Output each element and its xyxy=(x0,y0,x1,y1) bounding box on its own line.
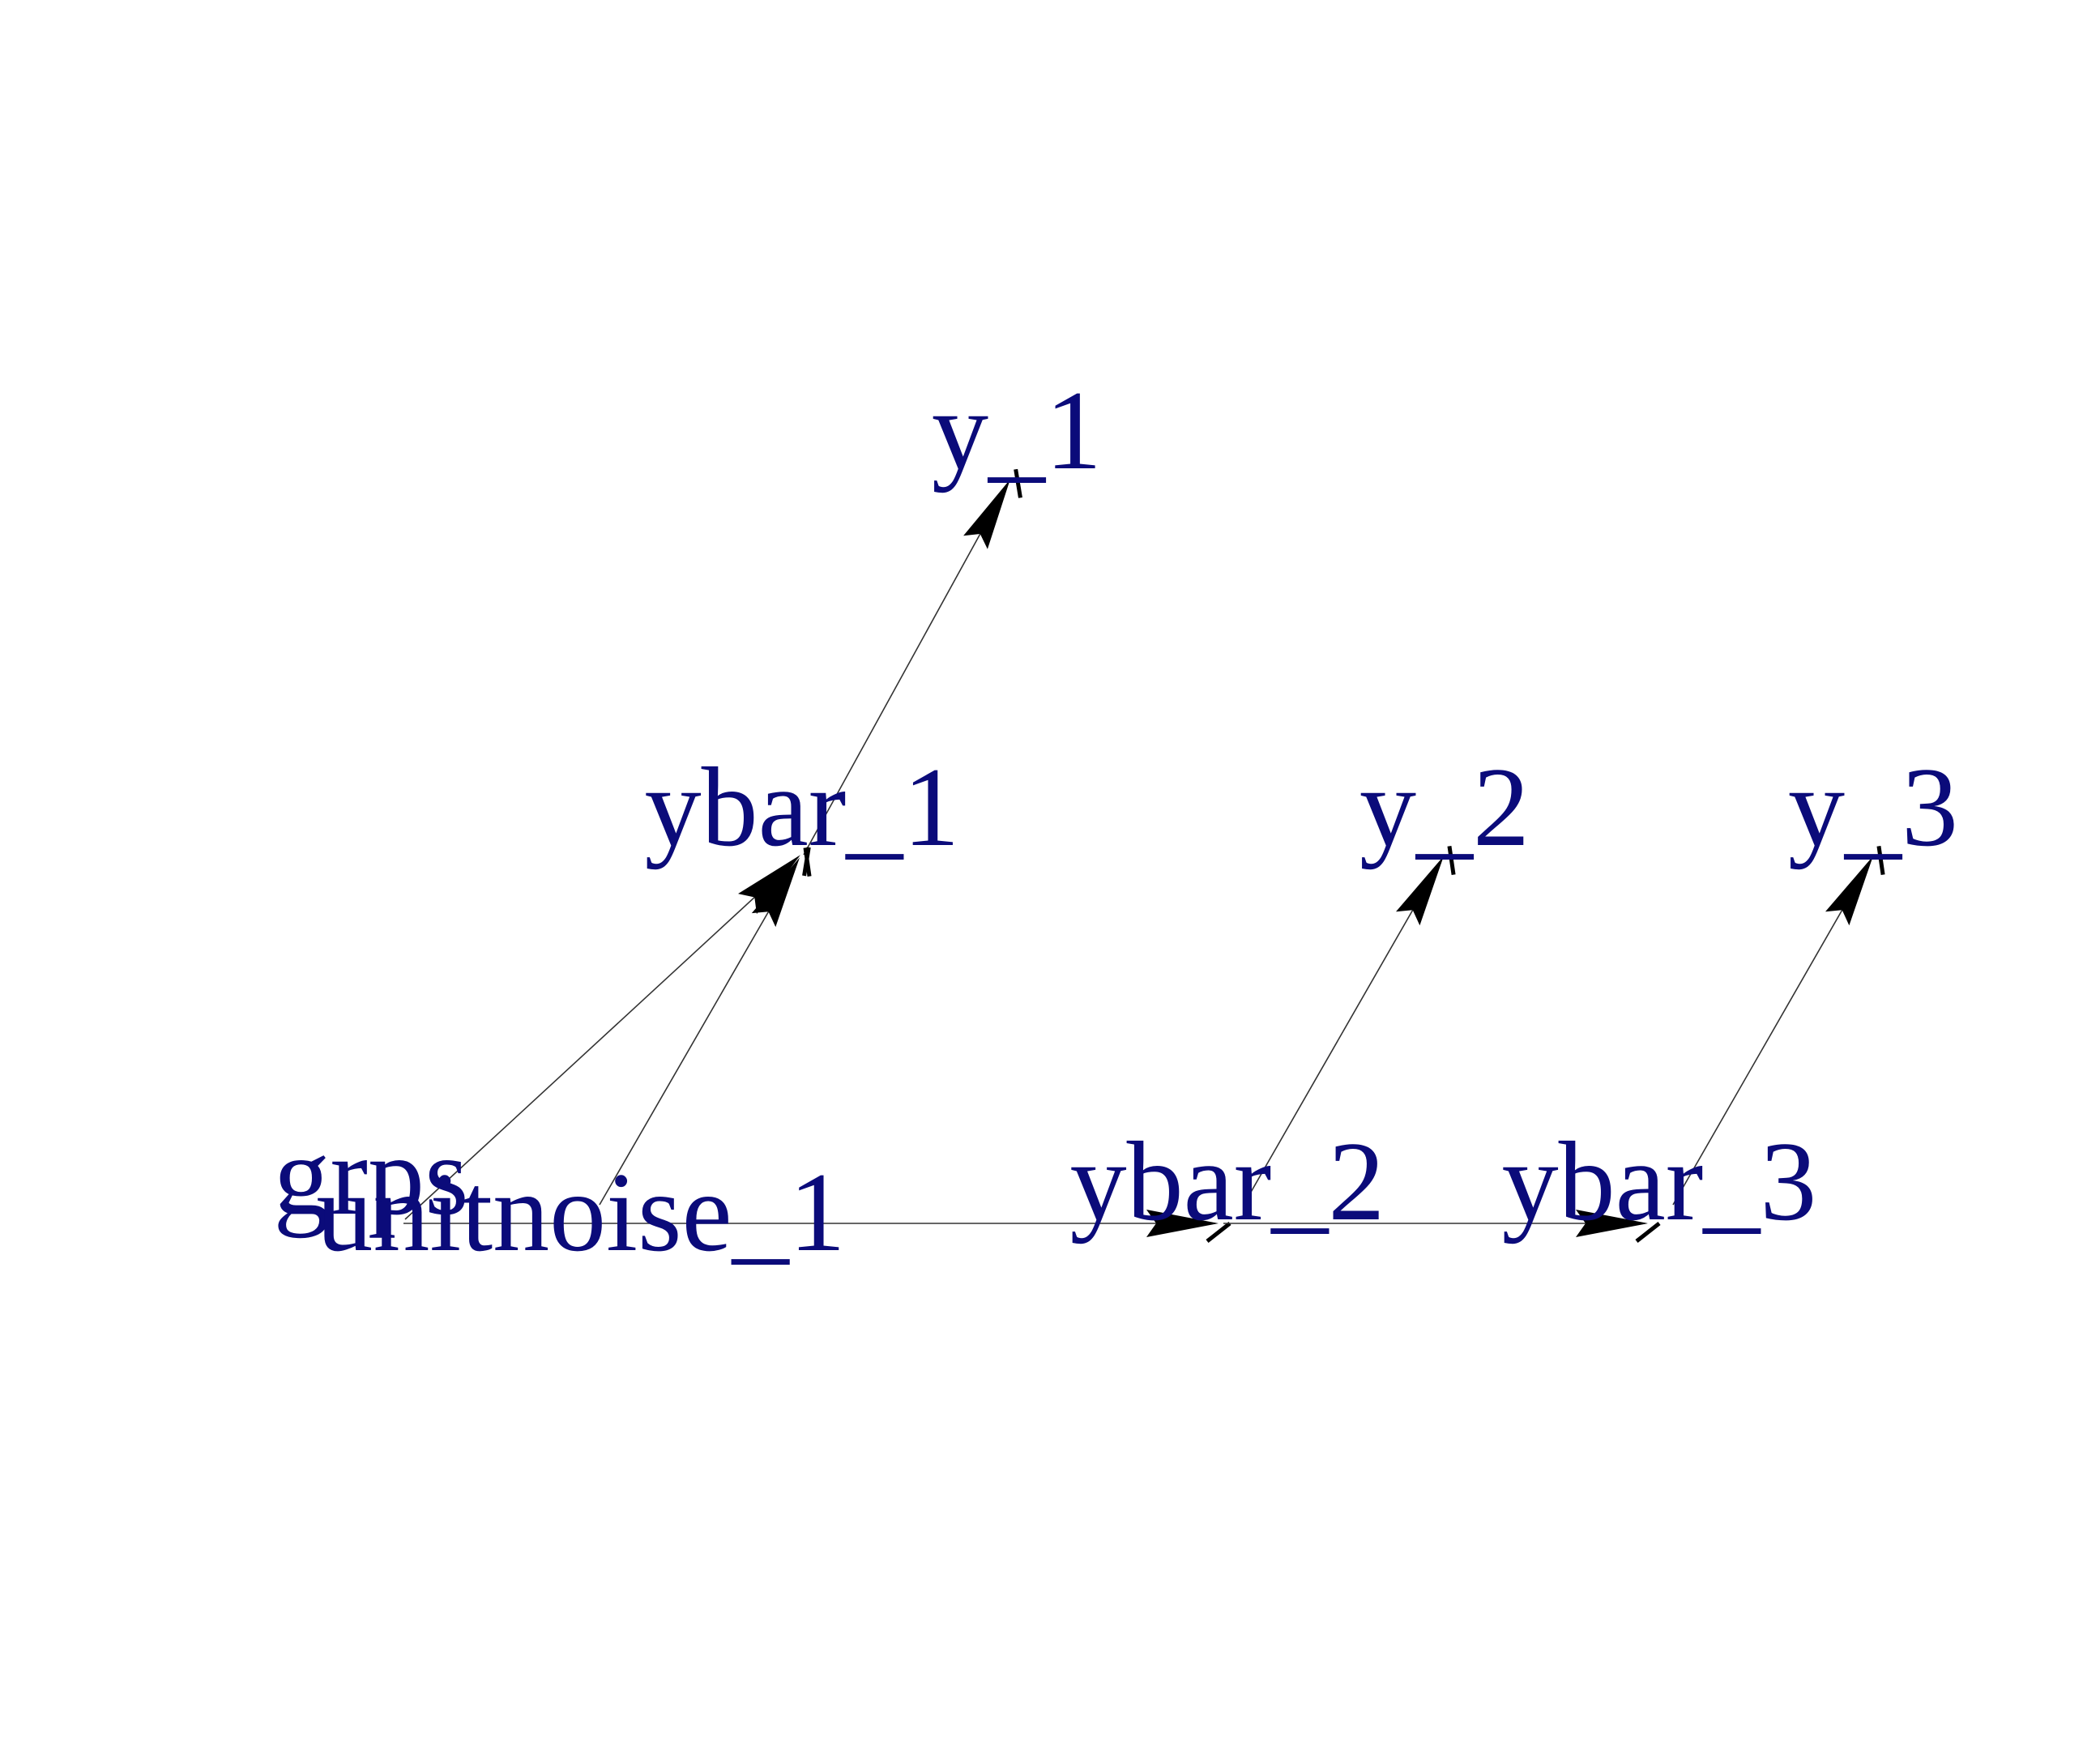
edges-layer xyxy=(403,468,1885,1243)
node-y-3: y_3 xyxy=(1788,745,1958,870)
edge-unitnoise-1-to-ybar-1 xyxy=(599,847,812,1206)
arrow-tip-mark xyxy=(1447,846,1456,875)
arrowhead xyxy=(1825,856,1873,926)
arrowhead xyxy=(751,857,800,928)
edge-line xyxy=(1672,858,1872,1206)
arrowhead xyxy=(1146,1210,1219,1237)
node-grps: grps xyxy=(273,1113,468,1239)
edge-ybar-3-to-y-3 xyxy=(1672,846,1885,1206)
edge-ybar-2-to-y-2 xyxy=(1243,846,1456,1206)
arrow-tip-mark xyxy=(1635,1222,1661,1243)
edge-line xyxy=(404,856,799,1220)
edge-line xyxy=(599,860,799,1206)
arrowhead xyxy=(738,855,800,915)
arrow-tip-mark xyxy=(803,847,812,877)
edge-ybar-2-to-ybar-3 xyxy=(1223,1210,1661,1243)
node-ybar-1: ybar_1 xyxy=(645,745,960,870)
arrowhead xyxy=(1396,856,1444,926)
arrow-tip-mark xyxy=(1014,468,1022,498)
node-y-2: y_2 xyxy=(1359,745,1530,870)
node-y-1: y_1 xyxy=(932,368,1102,493)
node-ybar-3: ybar_3 xyxy=(1502,1119,1817,1244)
edge-line xyxy=(803,481,1009,856)
node-ybar-2: ybar_2 xyxy=(1070,1119,1385,1244)
arrow-tip-mark xyxy=(1876,846,1885,875)
edge-grps-to-ybar-2 xyxy=(403,1210,1231,1243)
arrowhead xyxy=(1576,1210,1648,1237)
node-unitnoise-1: unitnoise_1 xyxy=(316,1150,845,1275)
labels-layer: y_1 ybar_1 y_2 y_3 grps unitnoise_1 ybar… xyxy=(273,368,1958,1275)
edge-ybar-1-to-y-1 xyxy=(803,468,1022,856)
edge-line xyxy=(1243,858,1443,1206)
arrow-tip-mark xyxy=(1206,1222,1231,1243)
arrowhead xyxy=(963,479,1010,549)
